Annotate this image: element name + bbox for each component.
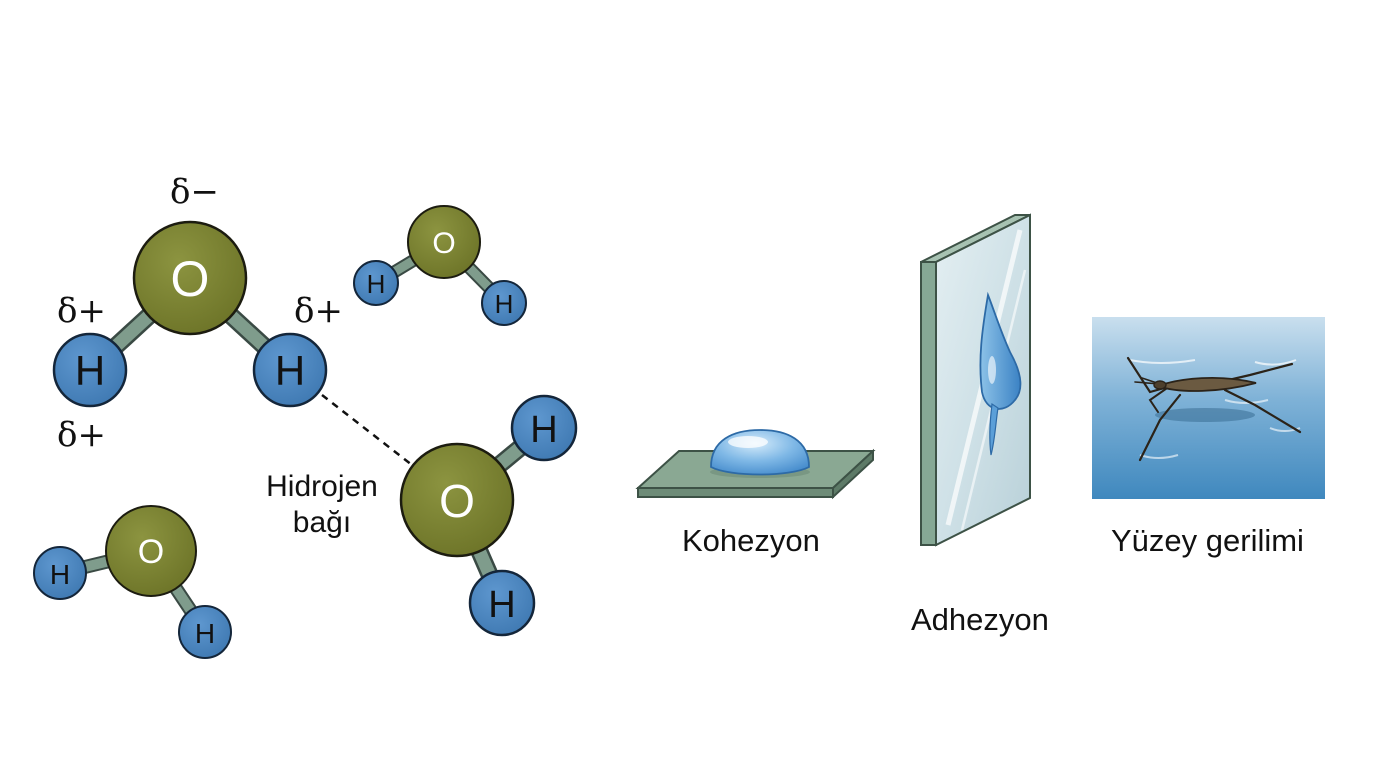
adhesion-illustration xyxy=(920,213,1031,547)
glass-side-edge xyxy=(920,261,937,546)
oxygen-atom xyxy=(105,505,197,597)
hydrogen-symbol-right: H xyxy=(275,347,305,394)
hydrogen-atom xyxy=(353,260,399,306)
oxygen-partial-charge: δ− xyxy=(170,172,219,212)
drop-trail xyxy=(989,402,999,456)
hydrogen-bond-dashed-line xyxy=(321,394,413,466)
strider-body xyxy=(1155,377,1257,392)
hydrogen-symbol: H xyxy=(367,269,386,299)
water-drop xyxy=(710,429,810,476)
water-molecule-bonded: O H H xyxy=(399,394,578,637)
oxygen-symbol: O xyxy=(439,475,475,527)
small-water-molecule-bottom: O H H xyxy=(33,505,232,659)
oxygen-atom xyxy=(407,205,481,279)
small-water-molecule-top: O H H xyxy=(353,205,527,326)
hydrogen-atom xyxy=(481,280,527,326)
pond-water xyxy=(1092,317,1325,499)
hydrogen-symbol: H xyxy=(495,289,514,319)
drop-highlight xyxy=(728,436,768,448)
oxygen-atom xyxy=(132,220,248,336)
plate-front xyxy=(637,487,834,498)
strider-head xyxy=(1153,380,1167,390)
hydrogen-symbol: H xyxy=(195,618,215,649)
hydrogen-bond-label-line1: Hidrojen xyxy=(266,470,378,503)
water-ripple xyxy=(1254,359,1297,366)
hydrogen-atom-left xyxy=(52,332,128,408)
adhesion-caption: Adhezyon xyxy=(911,602,1049,637)
water-strider-insect xyxy=(1126,356,1302,462)
hydrogen-partial-charge-left-bottom: δ+ xyxy=(57,415,106,455)
oxygen-atom xyxy=(399,442,515,558)
hydrogen-symbol: H xyxy=(50,559,70,590)
cohesion-illustration xyxy=(635,429,876,500)
hydrogen-atom xyxy=(33,546,87,600)
surface-tension-illustration xyxy=(1092,317,1325,499)
oxygen-symbol: O xyxy=(171,251,210,307)
plate-side xyxy=(832,448,874,500)
main-water-molecule: O H H xyxy=(52,220,328,408)
hydrogen-partial-charge-left-top: δ+ xyxy=(57,291,106,331)
strider-shadow xyxy=(1155,408,1255,422)
hydrogen-symbol: H xyxy=(530,409,557,451)
water-ripple xyxy=(1129,359,1196,364)
cohesion-caption: Kohezyon xyxy=(682,523,820,558)
oxygen-symbol: O xyxy=(432,227,455,260)
hydrogen-bond-label: Hidrojen bağı xyxy=(256,469,388,541)
oxygen-symbol: O xyxy=(138,533,164,571)
hydrogen-symbol-left: H xyxy=(75,347,105,394)
hydrogen-bond-label-line2: bağı xyxy=(292,506,352,539)
hydrogen-symbol: H xyxy=(488,584,515,626)
surface-tension-caption: Yüzey gerilimi xyxy=(1111,523,1304,558)
hydrogen-atom xyxy=(178,605,232,659)
water-ripple xyxy=(1224,399,1269,404)
drop-highlight xyxy=(988,356,996,384)
hydrogen-atom-right xyxy=(252,332,328,408)
hydrogen-atom xyxy=(510,394,578,462)
hydrogen-atom xyxy=(468,569,536,637)
water-ripple xyxy=(1269,427,1301,432)
hydrogen-partial-charge-right: δ+ xyxy=(294,291,343,331)
